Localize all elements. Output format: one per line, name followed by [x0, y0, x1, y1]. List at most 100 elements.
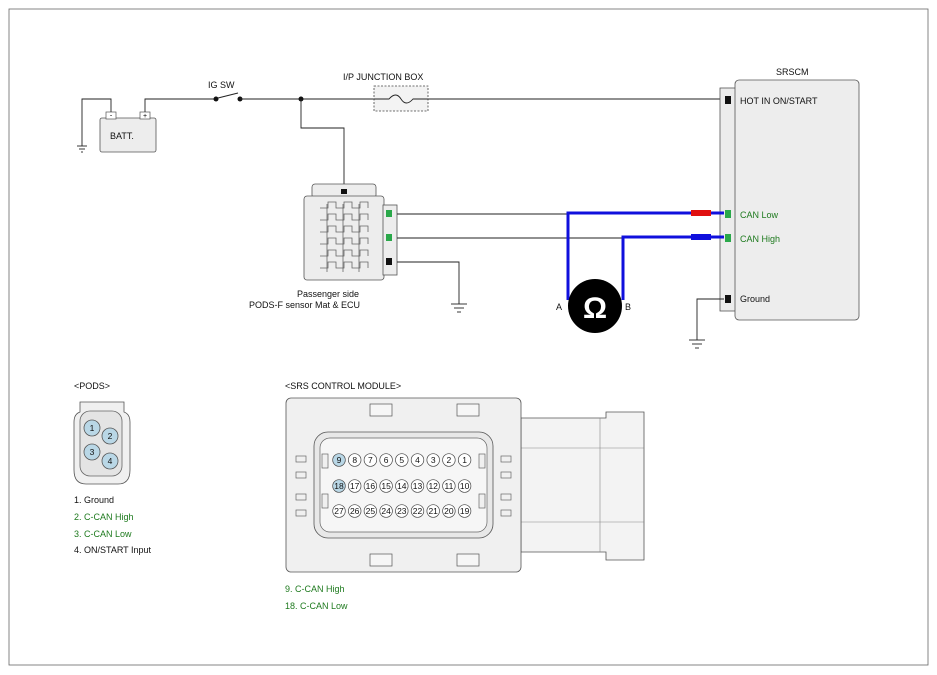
fuse-icon — [374, 94, 428, 104]
pods-ground-icon — [451, 303, 467, 313]
ground-label: Ground — [740, 294, 770, 304]
srs-pin-number: 2 — [447, 455, 452, 465]
battery-positive-label: + — [143, 113, 147, 120]
srs-pin-number: 27 — [334, 506, 344, 516]
pods-pin-desc: 3. C-CAN Low — [74, 529, 132, 539]
pods-pin — [83, 443, 101, 461]
srs-pin-desc: 18. C-CAN Low — [285, 601, 348, 611]
pods-label-line2: PODS-F sensor Mat & ECU — [249, 300, 360, 310]
srs-pin — [332, 453, 346, 467]
pods-connector: 1 2 3 4 — [73, 401, 131, 485]
battery-label: BATT. — [110, 131, 134, 141]
junction-box-label: I/P JUNCTION BOX — [343, 72, 423, 82]
srscm-ground-wire — [696, 298, 724, 340]
srs-pin-number: 14 — [397, 481, 407, 491]
srs-pin — [442, 453, 456, 467]
srs-pin — [410, 504, 425, 518]
srs-pin-number: 17 — [350, 481, 360, 491]
srs-pin — [348, 504, 362, 518]
srs-pin-desc: 9. C-CAN High — [285, 584, 345, 594]
probe-b-tip — [691, 234, 711, 240]
srs-pin-number: 23 — [397, 506, 407, 516]
srs-pin-number: 22 — [413, 506, 423, 516]
hot-in-label: HOT IN ON/START — [740, 96, 818, 106]
pods-pin-desc: 4. ON/START Input — [74, 545, 152, 555]
srs-pin-number: 1 — [462, 455, 467, 465]
probe-b-label: B — [625, 302, 631, 312]
probe-b-lead — [621, 235, 724, 300]
srs-pin-number: 3 — [431, 455, 436, 465]
pods-pin-desc: 2. C-CAN High — [74, 512, 134, 522]
battery-negative-label: - — [110, 113, 113, 120]
srs-pin — [395, 453, 409, 467]
srs-pin — [410, 479, 425, 493]
ohm-symbol: Ω — [583, 292, 607, 325]
probe-a-lead — [566, 211, 724, 300]
srs-pin — [395, 479, 409, 493]
srs-pin-number: 26 — [350, 506, 360, 516]
srs-pin-number: 18 — [334, 481, 344, 491]
pods-pin-number: 3 — [90, 447, 95, 457]
srs-pin-number: 6 — [384, 455, 389, 465]
srs-pin — [363, 479, 378, 493]
srs-pin — [426, 479, 440, 493]
pods-pin — [101, 427, 119, 445]
srs-pin-number: 16 — [366, 481, 376, 491]
srs-pin — [379, 504, 393, 518]
srs-pin-number: 9 — [337, 455, 342, 465]
srs-pin — [332, 479, 346, 493]
srs-pin-number: 4 — [415, 455, 420, 465]
srs-pin — [348, 479, 362, 493]
srs-pin-number: 11 — [444, 481, 453, 491]
junction-box — [373, 85, 429, 112]
srs-pin — [379, 479, 393, 493]
pods-pin — [83, 419, 101, 437]
srs-pin-number: 12 — [428, 481, 438, 491]
battery-ground-wire — [81, 98, 112, 146]
srs-pin-number: 8 — [352, 455, 357, 465]
srs-pin-number: 19 — [460, 506, 470, 516]
srs-pin — [348, 453, 362, 467]
srscm-module — [719, 79, 860, 321]
pods-pin-desc: 1. Ground — [74, 495, 114, 505]
srs-pin — [363, 453, 378, 467]
srs-pin — [379, 453, 393, 467]
srs-pin — [332, 504, 346, 518]
srs-pin — [457, 479, 472, 493]
srs-pin — [426, 453, 440, 467]
pods-pin-number: 1 — [90, 423, 95, 433]
can-high-label: CAN High — [740, 234, 780, 244]
srs-pin — [442, 479, 456, 493]
pods-pin-number: 4 — [108, 456, 113, 466]
probe-a-tip — [691, 210, 711, 216]
ground-icon — [77, 145, 87, 153]
ig-switch — [213, 92, 243, 102]
srscm-label: SRSCM — [776, 67, 809, 77]
pods-power-wire — [300, 99, 345, 188]
pods-ground-wire — [397, 261, 460, 304]
srs-pin — [363, 504, 378, 518]
pods-pin-number: 2 — [108, 431, 113, 441]
srs-pin-number: 10 — [460, 481, 470, 491]
srs-pin — [442, 504, 456, 518]
can-low-label: CAN Low — [740, 210, 779, 220]
ohmmeter-icon — [568, 279, 622, 333]
srs-pin — [410, 453, 425, 467]
srs-pin — [395, 504, 409, 518]
srs-pin-number: 5 — [399, 455, 404, 465]
pods-label-line1: Passenger side — [297, 289, 359, 299]
pods-connector-title: <PODS> — [74, 381, 110, 391]
probe-a-label: A — [556, 302, 562, 312]
srs-pin — [457, 453, 472, 467]
battery: - + BATT. — [99, 111, 157, 153]
pods-ecu — [303, 183, 398, 281]
ig-switch-label: IG SW — [208, 80, 235, 90]
srs-pin-number: 20 — [444, 506, 454, 516]
srs-pin — [426, 504, 440, 518]
srs-pin-number: 15 — [381, 481, 391, 491]
pods-pin — [101, 452, 119, 470]
srs-connector-title: <SRS CONTROL MODULE> — [285, 381, 401, 391]
srs-pin-number: 13 — [413, 481, 423, 491]
